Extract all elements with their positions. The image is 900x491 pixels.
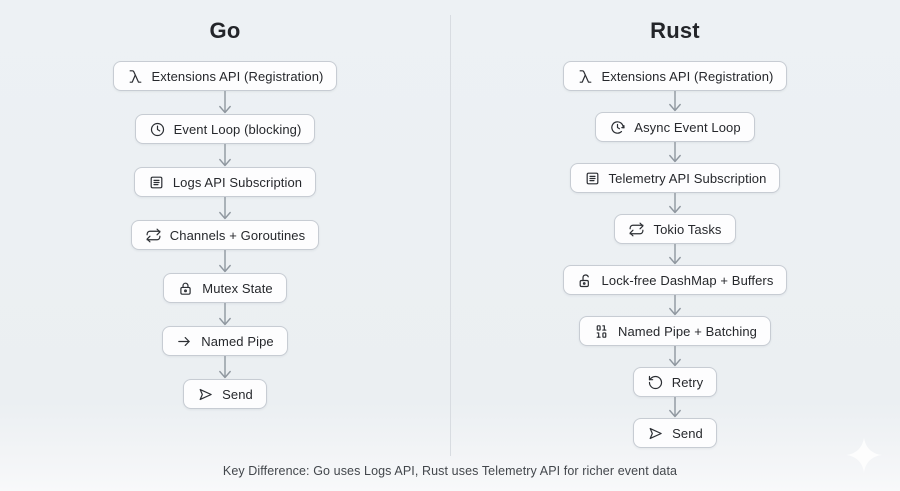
flow-arrow-down xyxy=(668,193,682,214)
flow-node-label: Send xyxy=(672,425,703,441)
flow-arrow-down xyxy=(668,142,682,163)
key-difference-note: Key Difference: Go uses Logs API, Rust u… xyxy=(222,464,678,478)
flow-node: Send xyxy=(633,418,717,448)
flow-node-label: Extensions API (Registration) xyxy=(151,68,324,84)
send-icon xyxy=(647,425,664,442)
flow-arrow-down xyxy=(218,250,232,273)
flow-node-label: Send xyxy=(222,386,253,402)
sparkle-watermark-icon xyxy=(844,435,884,475)
flow-arrow-down xyxy=(668,397,682,418)
flow-node-label: Async Event Loop xyxy=(634,119,741,135)
flow-node: Tokio Tasks xyxy=(614,214,736,244)
flow-node: Named Pipe + Batching xyxy=(578,316,772,346)
flow-node-label: Extensions API (Registration) xyxy=(601,68,774,84)
swap-arrows-icon xyxy=(628,221,645,238)
flow-arrow-down xyxy=(218,197,232,220)
flow-arrow-down xyxy=(218,91,232,114)
flow-node-label: Telemetry API Subscription xyxy=(608,170,767,186)
flow-node: Async Event Loop xyxy=(595,112,755,142)
flow-node-label: Named Pipe + Batching xyxy=(617,323,758,339)
flow-node: Mutex State xyxy=(163,273,287,303)
flow-arrow-down xyxy=(668,244,682,265)
flow-node-label: Retry xyxy=(671,374,704,390)
flow-node: Extensions API (Registration) xyxy=(112,61,338,91)
flow-node: Retry xyxy=(632,367,718,397)
arrow-right-icon xyxy=(176,333,193,350)
flow-node-label: Lock-free DashMap + Buffers xyxy=(601,272,774,288)
flow-arrow-down xyxy=(218,144,232,167)
flow-node-label: Tokio Tasks xyxy=(653,221,722,237)
lock-icon xyxy=(177,280,194,297)
flow-arrow-down xyxy=(668,346,682,367)
unlock-icon xyxy=(577,272,594,289)
logs-icon xyxy=(584,170,601,187)
flow-node: Lock-free DashMap + Buffers xyxy=(562,265,788,295)
logs-icon xyxy=(148,174,165,191)
flow-arrow-down xyxy=(218,303,232,326)
flow-arrow-down xyxy=(668,295,682,316)
column-divider xyxy=(450,15,451,456)
lambda-icon xyxy=(577,68,594,85)
column-title: Go xyxy=(209,18,241,43)
flow-node: Send xyxy=(183,379,267,409)
flow-node-label: Named Pipe xyxy=(201,333,274,349)
flow-node: Logs API Subscription xyxy=(133,167,317,197)
flow-node: Event Loop (blocking) xyxy=(134,114,316,144)
column-title: Rust xyxy=(650,18,700,43)
flow-arrow-down xyxy=(218,356,232,379)
flow-node-label: Mutex State xyxy=(202,280,273,296)
clock-icon xyxy=(149,121,166,138)
flow-node: Channels + Goroutines xyxy=(130,220,320,250)
flow-node: Extensions API (Registration) xyxy=(562,61,788,91)
send-icon xyxy=(197,386,214,403)
async-clock-icon xyxy=(609,119,626,136)
swap-arrows-icon xyxy=(145,227,162,244)
retry-icon xyxy=(647,374,664,391)
flow-arrow-down xyxy=(668,91,682,112)
lambda-icon xyxy=(127,68,144,85)
flow-node-label: Channels + Goroutines xyxy=(169,227,306,243)
flow-node: Telemetry API Subscription xyxy=(569,163,781,193)
batch-icon xyxy=(593,323,610,340)
flow-node-label: Logs API Subscription xyxy=(172,174,303,190)
flow-node: Named Pipe xyxy=(162,326,288,356)
flow-node-label: Event Loop (blocking) xyxy=(173,121,302,137)
